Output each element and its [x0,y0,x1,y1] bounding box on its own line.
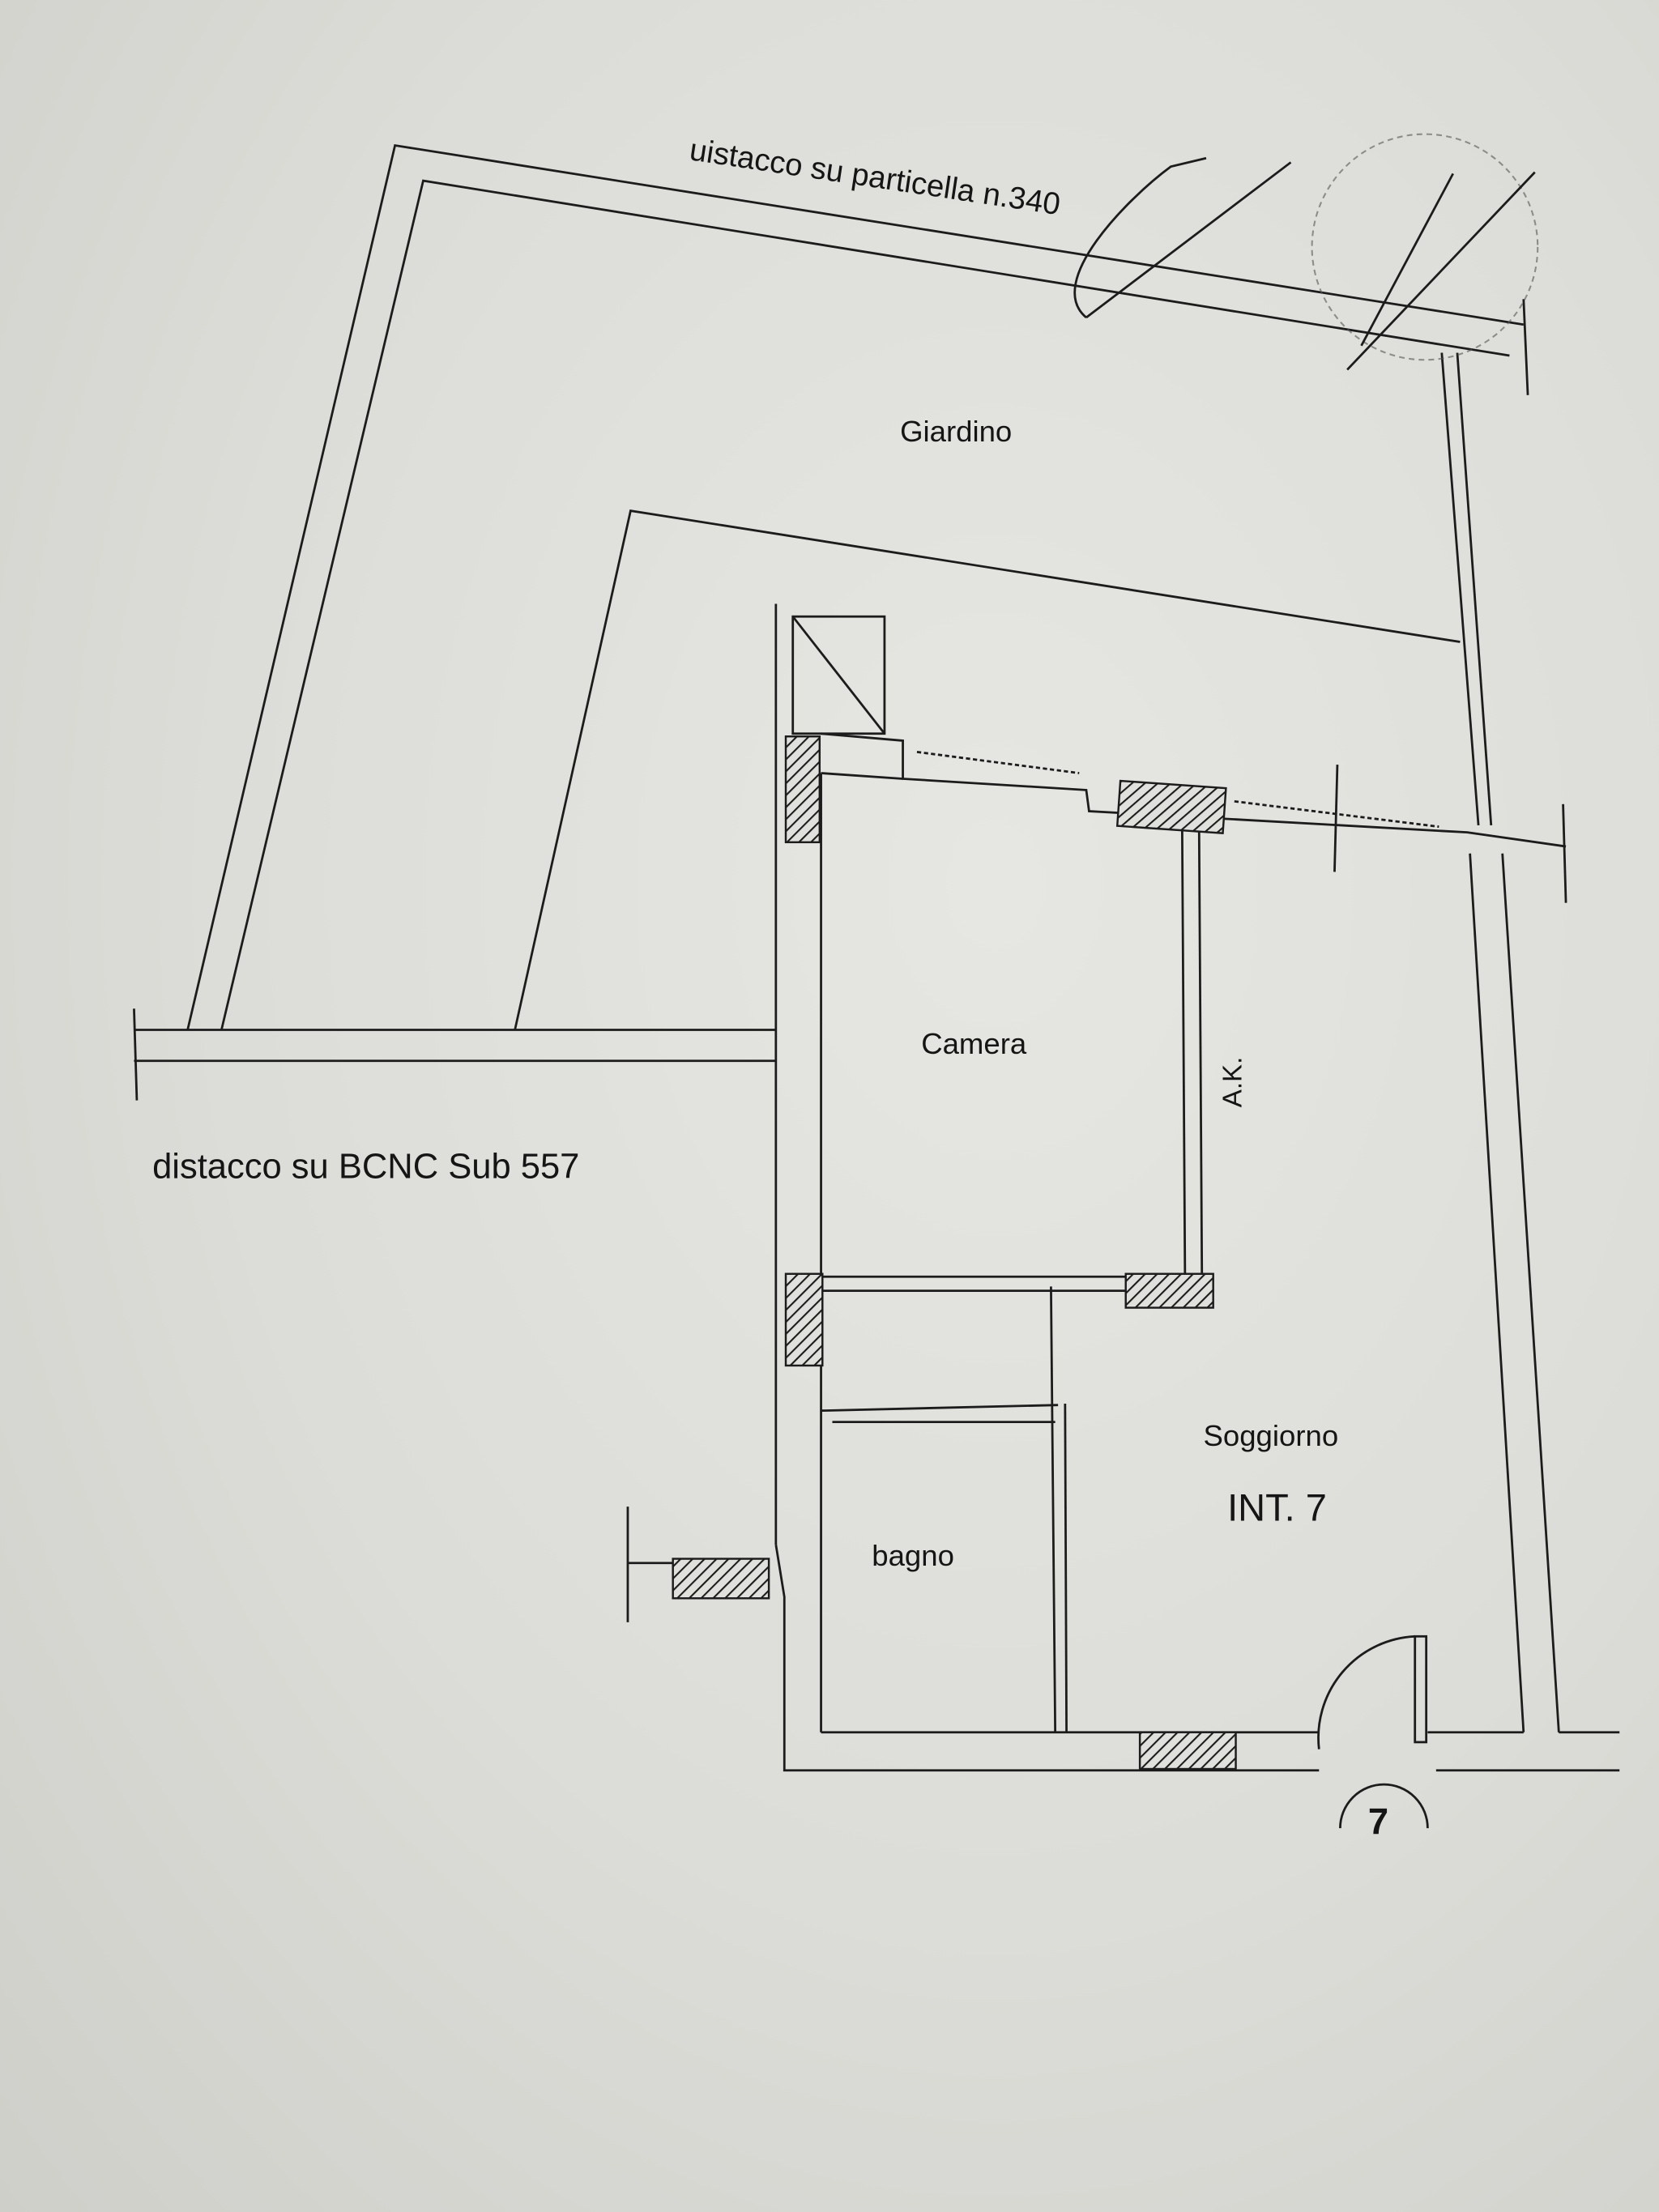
apartment-walls [626,603,1620,1772]
inner-garden-line [514,509,1461,1030]
unit-label: INT. 7 [1227,1486,1327,1529]
entrance-number-badge: 7 [1339,1783,1429,1842]
left-boundary-label: distacco su BCNC Sub 557 [152,1147,579,1186]
garden-right-wall [1440,352,1493,826]
top-boundary-label: uistacco su particella n.340 [688,132,1063,222]
entrance-number: 7 [1368,1801,1388,1842]
room-label-bedroom: Camera [921,1027,1027,1060]
room-label-living: Soggiorno [1203,1419,1338,1452]
room-label-bathroom: bagno [872,1539,954,1572]
room-label-garden: Giardino [900,415,1012,448]
wall-note: A.K. [1218,1057,1248,1108]
garden-boundary [133,143,1529,1101]
structural-pillars [672,735,1237,1771]
stamp-signature [1073,133,1539,371]
entrance-door [1317,1634,1428,1750]
